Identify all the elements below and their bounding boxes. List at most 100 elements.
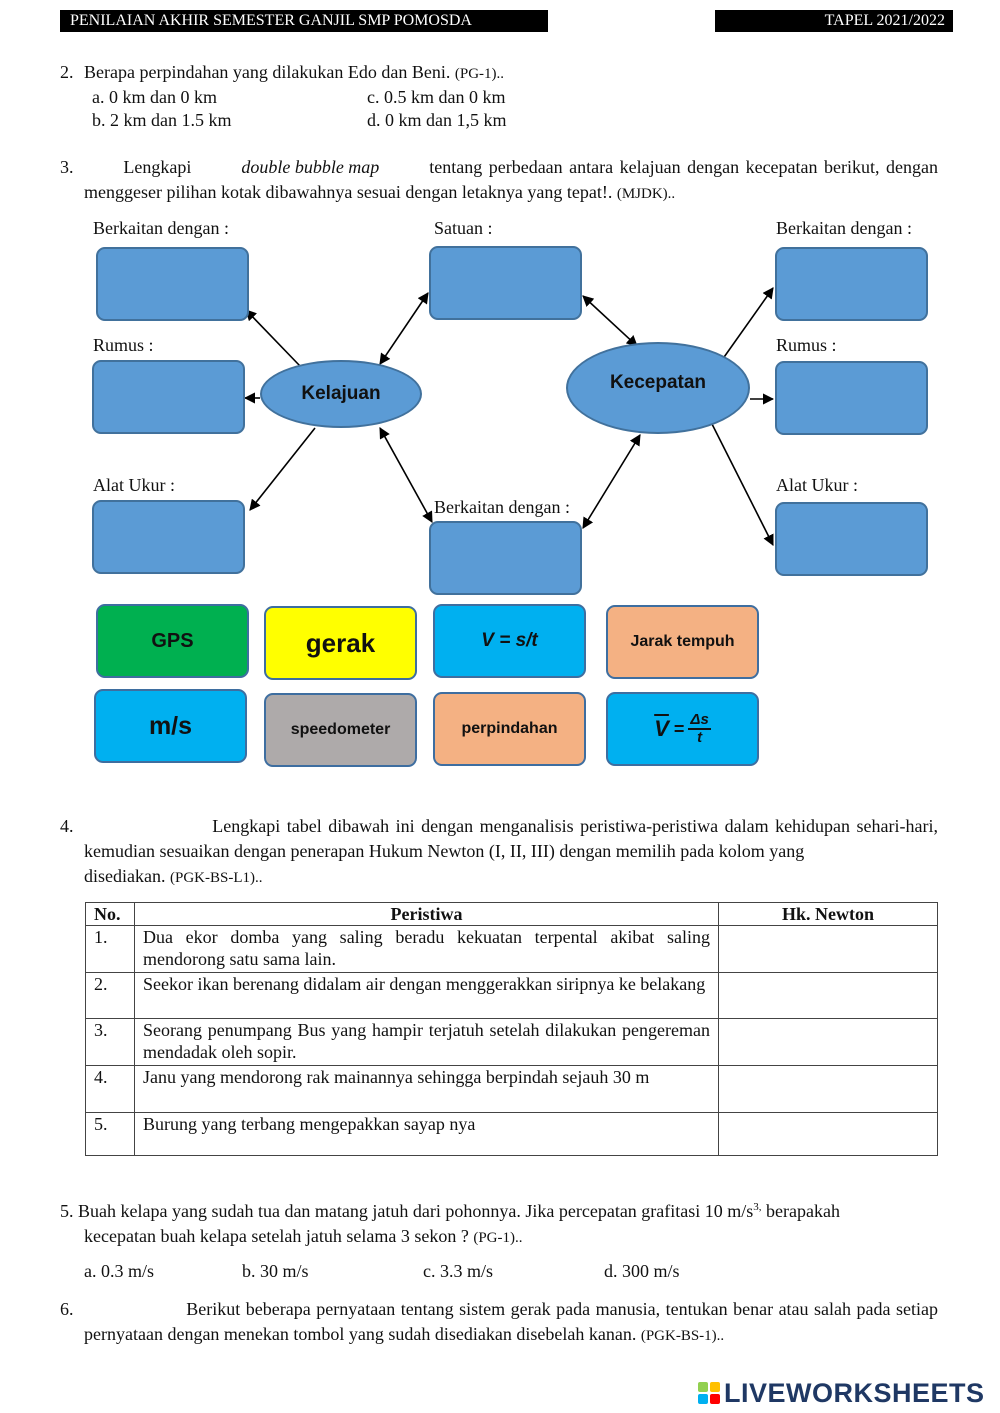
table-cell-no: 4. [85,1065,135,1113]
label-left-top: Berkaitan dengan : [93,218,229,238]
logo-brand-text: LIVEWORKSHEETS [724,1377,985,1408]
arrow-kecepatan-bottom [582,434,641,529]
q6-line1-text: Berikut beberapa pernyataan tentang sist… [186,1299,938,1319]
bubble-kecepatan: Kecepatan [566,342,750,434]
drop-box-satuan[interactable] [429,246,582,320]
drop-box-kelajuan-rumus[interactable] [92,360,245,434]
table-row: 3. Seorang penumpang Bus yang hampir ter… [85,1018,938,1066]
logo-icon-cell-1 [698,1382,708,1392]
q5-option-b[interactable]: b. 30 m/s [242,1261,309,1281]
label-center-top: Satuan : [434,218,493,238]
q2-option-d[interactable]: d. 0 km dan 1,5 km [367,110,507,130]
arrow-kelajuan-berkaitan [245,309,301,367]
drop-box-kecepatan-alat[interactable] [775,502,928,576]
table-cell-peristiwa: Seekor ikan berenang didalam air dengan … [134,972,719,1019]
option-speedometer-label: speedometer [290,721,391,738]
diagram-arrows [243,287,775,547]
bubble-kelajuan-label: Kelajuan [301,383,381,404]
option-gps[interactable]: GPS [96,604,249,678]
q5-line1-a: Buah kelapa yang sudah tua dan matang ja… [78,1201,754,1221]
drop-box-kelajuan-berkaitan[interactable] [96,247,249,321]
table-cell-no: 3. [85,1018,135,1066]
q5-option-c[interactable]: c. 3.3 m/s [423,1261,493,1281]
option-gerak[interactable]: gerak [264,606,417,680]
q2-number: 2. [60,62,74,82]
arrow-kecepatan-alat [711,423,774,547]
q3-number: 3. [60,157,74,177]
q2-question: Berapa perpindahan yang dilakukan Edo da… [84,62,451,82]
drop-box-kecepatan-rumus[interactable] [775,361,928,435]
table-cell-peristiwa: Dua ekor domba yang saling beradu kekuat… [134,925,719,973]
q2-text: 2. Berapa perpindahan yang dilakukan Edo… [60,60,504,87]
table-cell-answer[interactable] [718,972,938,1019]
q4-line1: 4. Lengkapi tabel dibawah ini dengan men… [60,814,938,839]
bubble-kecepatan-label: Kecepatan [609,372,707,393]
option-ms[interactable]: m/s [94,689,247,763]
logo-icon [698,1382,720,1404]
q3-line1-italic: double bubble map [241,157,380,177]
table-header-peristiwa: Peristiwa [134,902,719,926]
q2-option-b[interactable]: b. 2 km dan 1.5 km [92,110,232,130]
table-cell-answer[interactable] [718,1018,938,1066]
liveworksheets-logo: LIVEWORKSHEETS [698,1376,985,1410]
q6-text: 6. Berikut beberapa pernyataan tentang s… [60,1297,938,1349]
q5-code: (PG-1).. [473,1230,523,1246]
q2-code: (PG-1).. [454,66,505,82]
table-cell-peristiwa: Janu yang mendorong rak mainannya sehing… [134,1065,719,1113]
q2-option-c[interactable]: c. 0.5 km dan 0 km [367,87,506,107]
q5-line2-text: kecepatan buah kelapa setelah jatuh sela… [84,1226,469,1246]
option-vbar[interactable]: V = Δs t [606,692,759,766]
label-center-bottom: Berkaitan dengan : [434,497,570,517]
table-cell-answer[interactable] [718,925,938,973]
q5-line1: 5. Buah kelapa yang sudah tua dan matang… [60,1195,940,1224]
label-right-mid: Rumus : [776,335,837,355]
q5-option-a[interactable]: a. 0.3 m/s [84,1261,154,1281]
option-speedometer[interactable]: speedometer [264,693,417,767]
q4-line3: disediakan. (PGK-BS-L1).. [60,864,938,891]
drop-box-kelajuan-alat[interactable] [92,500,245,574]
option-gps-label: GPS [151,629,194,652]
q3-line1: 3. Lengkapi double bubble map tentang pe… [60,155,938,180]
drop-box-kecepatan-berkaitan[interactable] [775,247,928,321]
q6-line1: 6. Berikut beberapa pernyataan tentang s… [60,1297,938,1322]
header-right-text: TAPEL 2021/2022 [824,12,945,29]
table-row: 5. Burung yang terbang mengepakkan sayap… [85,1112,938,1156]
q4-line2: kemudian sesuaikan dengan penerapan Huku… [84,841,805,861]
q5-text: 5. Buah kelapa yang sudah tua dan matang… [60,1195,940,1251]
q5-line1-b: berapakah [761,1201,840,1221]
q3-text: 3. Lengkapi double bubble map tentang pe… [60,155,938,207]
q6-code: (PGK-BS-1).. [640,1328,725,1344]
q3-line1-b: tentang perbedaan antara kelajuan dengan… [429,157,938,177]
q2-option-a[interactable]: a. 0 km dan 0 km [92,87,217,107]
table-row: 2. Seekor ikan berenang didalam air deng… [85,972,938,1019]
bubble-kelajuan: Kelajuan [260,360,422,428]
table-row: 4. Janu yang mendorong rak mainannya seh… [85,1065,938,1113]
q5-option-d[interactable]: d. 300 m/s [604,1261,680,1281]
arrow-kecepatan-satuan [582,295,638,347]
arrow-kecepatan-berkaitan [721,287,774,361]
q5-number: 5. [60,1201,74,1221]
option-vbar-num: Δs [688,711,711,730]
table-cell-answer[interactable] [718,1065,938,1113]
option-v-st[interactable]: V = s/t [433,604,586,678]
table-cell-answer[interactable] [718,1112,938,1156]
drop-box-center-berkaitan[interactable] [429,521,582,595]
table-cell-no: 1. [85,925,135,973]
option-ms-label: m/s [148,711,193,740]
q6-number: 6. [60,1299,74,1319]
option-vbar-v: V [654,716,669,741]
option-perpindahan[interactable]: perpindahan [433,692,586,766]
arrow-kelajuan-satuan [379,292,429,365]
header-right: TAPEL 2021/2022 [715,10,953,32]
header-left: PENILAIAN AKHIR SEMESTER GANJIL SMP POMO… [60,10,548,32]
option-jarak-tempuh[interactable]: Jarak tempuh [606,605,759,679]
logo-icon-cell-2 [710,1382,720,1392]
logo-icon-cell-4 [710,1394,720,1404]
newton-table: No. Peristiwa Hk. Newton 1. Dua ekor dom… [85,902,938,1156]
arrow-kelajuan-bottom [379,427,433,523]
q6-line2-text: pernyataan dengan menekan tombol yang su… [84,1324,637,1344]
logo-icon-cell-3 [698,1394,708,1404]
q3-line2: menggeser pilihan kotak dibawahnya sesua… [60,180,938,207]
q4-code: (PGK-BS-L1).. [169,870,263,886]
table-cell-peristiwa: Seorang penumpang Bus yang hampir terjat… [134,1018,719,1066]
